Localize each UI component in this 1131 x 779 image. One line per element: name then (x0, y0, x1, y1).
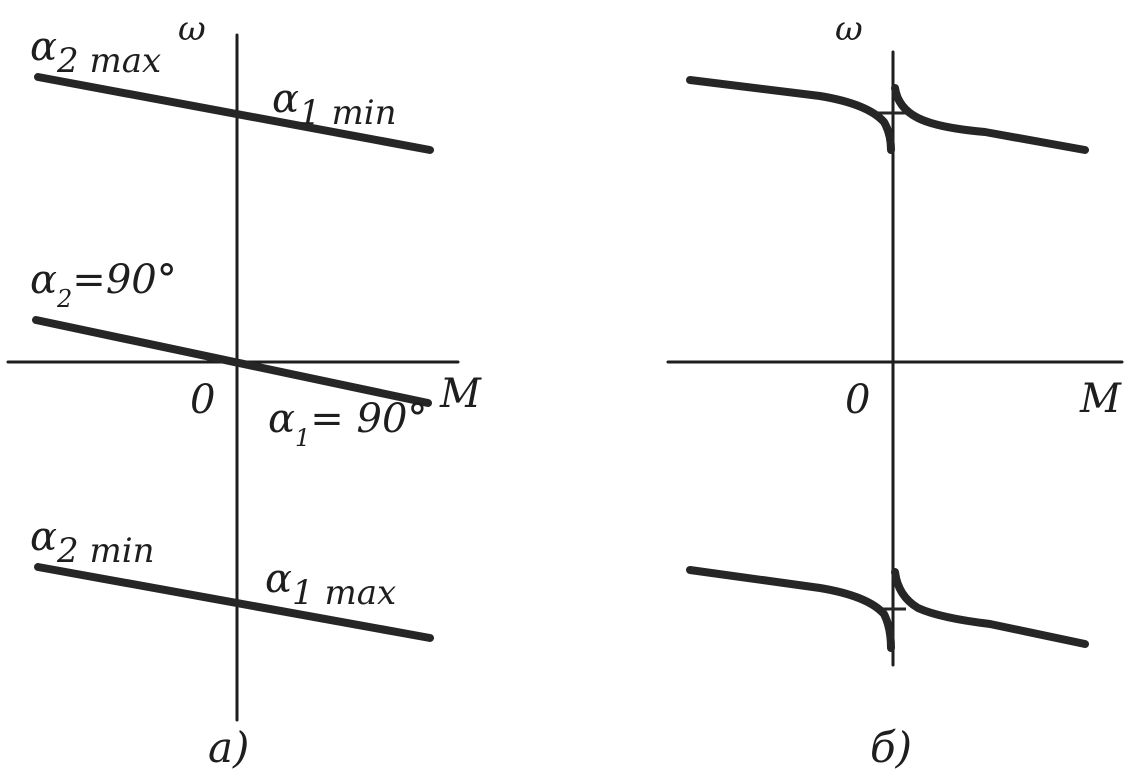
panel-a-origin-label: 0 (190, 377, 215, 423)
panel-a-label-alpha2-max: α2 max (30, 24, 161, 81)
panel-a-label-alpha1-90: α1= 90° (268, 396, 427, 452)
panel-a: ω M 0 α2 max α1 min α2=90° α1= 90° α2 mi… (6, 9, 482, 772)
panel-a-middle-line (32, 316, 432, 407)
panel-b-caption: б) (870, 723, 912, 772)
panel-a-label-alpha2-90: α2=90° (30, 257, 177, 313)
panel-b-lower-left-branch (686, 566, 895, 652)
panel-a-label-alpha2-min: α2 min (30, 514, 154, 571)
panel-a-top-line (34, 73, 434, 154)
panel-b-m-label: M (1079, 376, 1122, 422)
panel-a-label-alpha1-max: α1 max (265, 556, 396, 613)
panel-b-upper-right-branch (891, 84, 1089, 154)
panel-b-origin-label: 0 (845, 377, 870, 423)
panel-b-lower-right-branch (891, 568, 1089, 648)
panel-b-omega-label: ω (835, 9, 863, 49)
panel-a-m-label: M (439, 371, 482, 417)
panel-a-label-alpha1-min: α1 min (272, 76, 396, 133)
panel-a-caption: а) (208, 723, 249, 772)
panel-b-upper-left-branch (686, 76, 895, 154)
panel-a-bottom-line (34, 563, 434, 642)
panel-b: ω M 0 б) (666, 9, 1124, 772)
panel-a-omega-label: ω (178, 9, 206, 49)
